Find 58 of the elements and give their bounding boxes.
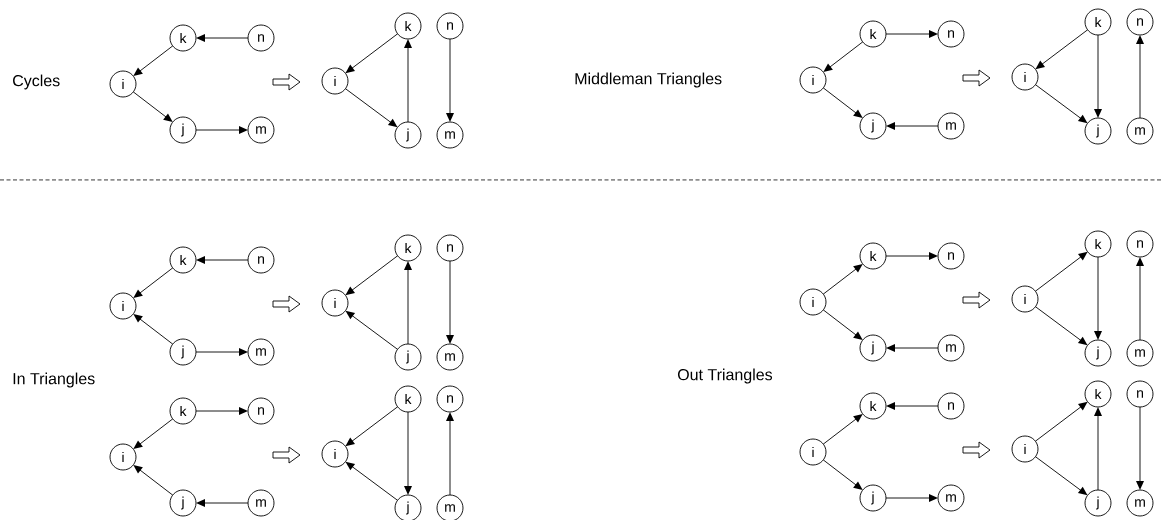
arrow	[1094, 256, 1102, 340]
arrow	[195, 126, 248, 134]
arrow	[446, 260, 454, 344]
arrow	[133, 45, 174, 77]
block-arrow	[272, 446, 301, 464]
arrow	[885, 30, 938, 38]
arrow	[195, 407, 248, 415]
arrow	[132, 91, 173, 123]
arrow	[886, 402, 939, 410]
arrow	[1034, 401, 1088, 442]
arrow	[822, 459, 863, 491]
block-arrow	[962, 69, 991, 87]
block-arrow	[962, 291, 991, 309]
arrow	[885, 252, 938, 260]
arrow	[822, 309, 863, 341]
arrow	[1136, 257, 1144, 341]
block-arrow	[272, 295, 301, 313]
arrow	[1034, 251, 1088, 292]
arrow	[1035, 306, 1088, 346]
panel-title: Middleman Triangles	[575, 72, 722, 88]
arrow	[345, 33, 399, 74]
arrow	[1035, 29, 1089, 70]
panel-title: Out Triangles	[677, 368, 773, 384]
arrow	[404, 39, 412, 123]
arrow	[133, 464, 174, 496]
arrow	[1136, 406, 1144, 490]
arrow	[133, 267, 174, 299]
arrow	[822, 413, 863, 445]
arrow	[404, 261, 412, 345]
arrow	[345, 461, 398, 501]
arrow	[823, 41, 864, 73]
block-arrow	[272, 73, 301, 91]
block-arrow	[962, 441, 991, 459]
arrow	[1094, 407, 1102, 491]
arrow	[885, 494, 938, 502]
arrow	[1035, 84, 1088, 124]
arrow	[446, 38, 454, 122]
arrow	[133, 418, 174, 450]
arrow	[133, 313, 174, 345]
arrow	[404, 411, 412, 495]
arrow	[195, 348, 248, 356]
arrow	[1136, 35, 1144, 119]
arrow	[196, 34, 249, 42]
arrow	[1035, 456, 1088, 496]
arrow	[196, 499, 249, 507]
arrow	[822, 263, 863, 295]
arrow	[345, 310, 398, 350]
arrow	[345, 406, 399, 447]
arrow	[196, 256, 249, 264]
arrow	[345, 255, 399, 296]
panel-title: Cycles	[13, 74, 60, 90]
arrow	[1094, 34, 1102, 118]
panel-title: In Triangles	[13, 372, 95, 388]
arrow	[446, 412, 454, 496]
arrow	[345, 88, 398, 128]
arrow	[822, 87, 863, 119]
arrow	[886, 122, 939, 130]
arrow	[886, 344, 939, 352]
